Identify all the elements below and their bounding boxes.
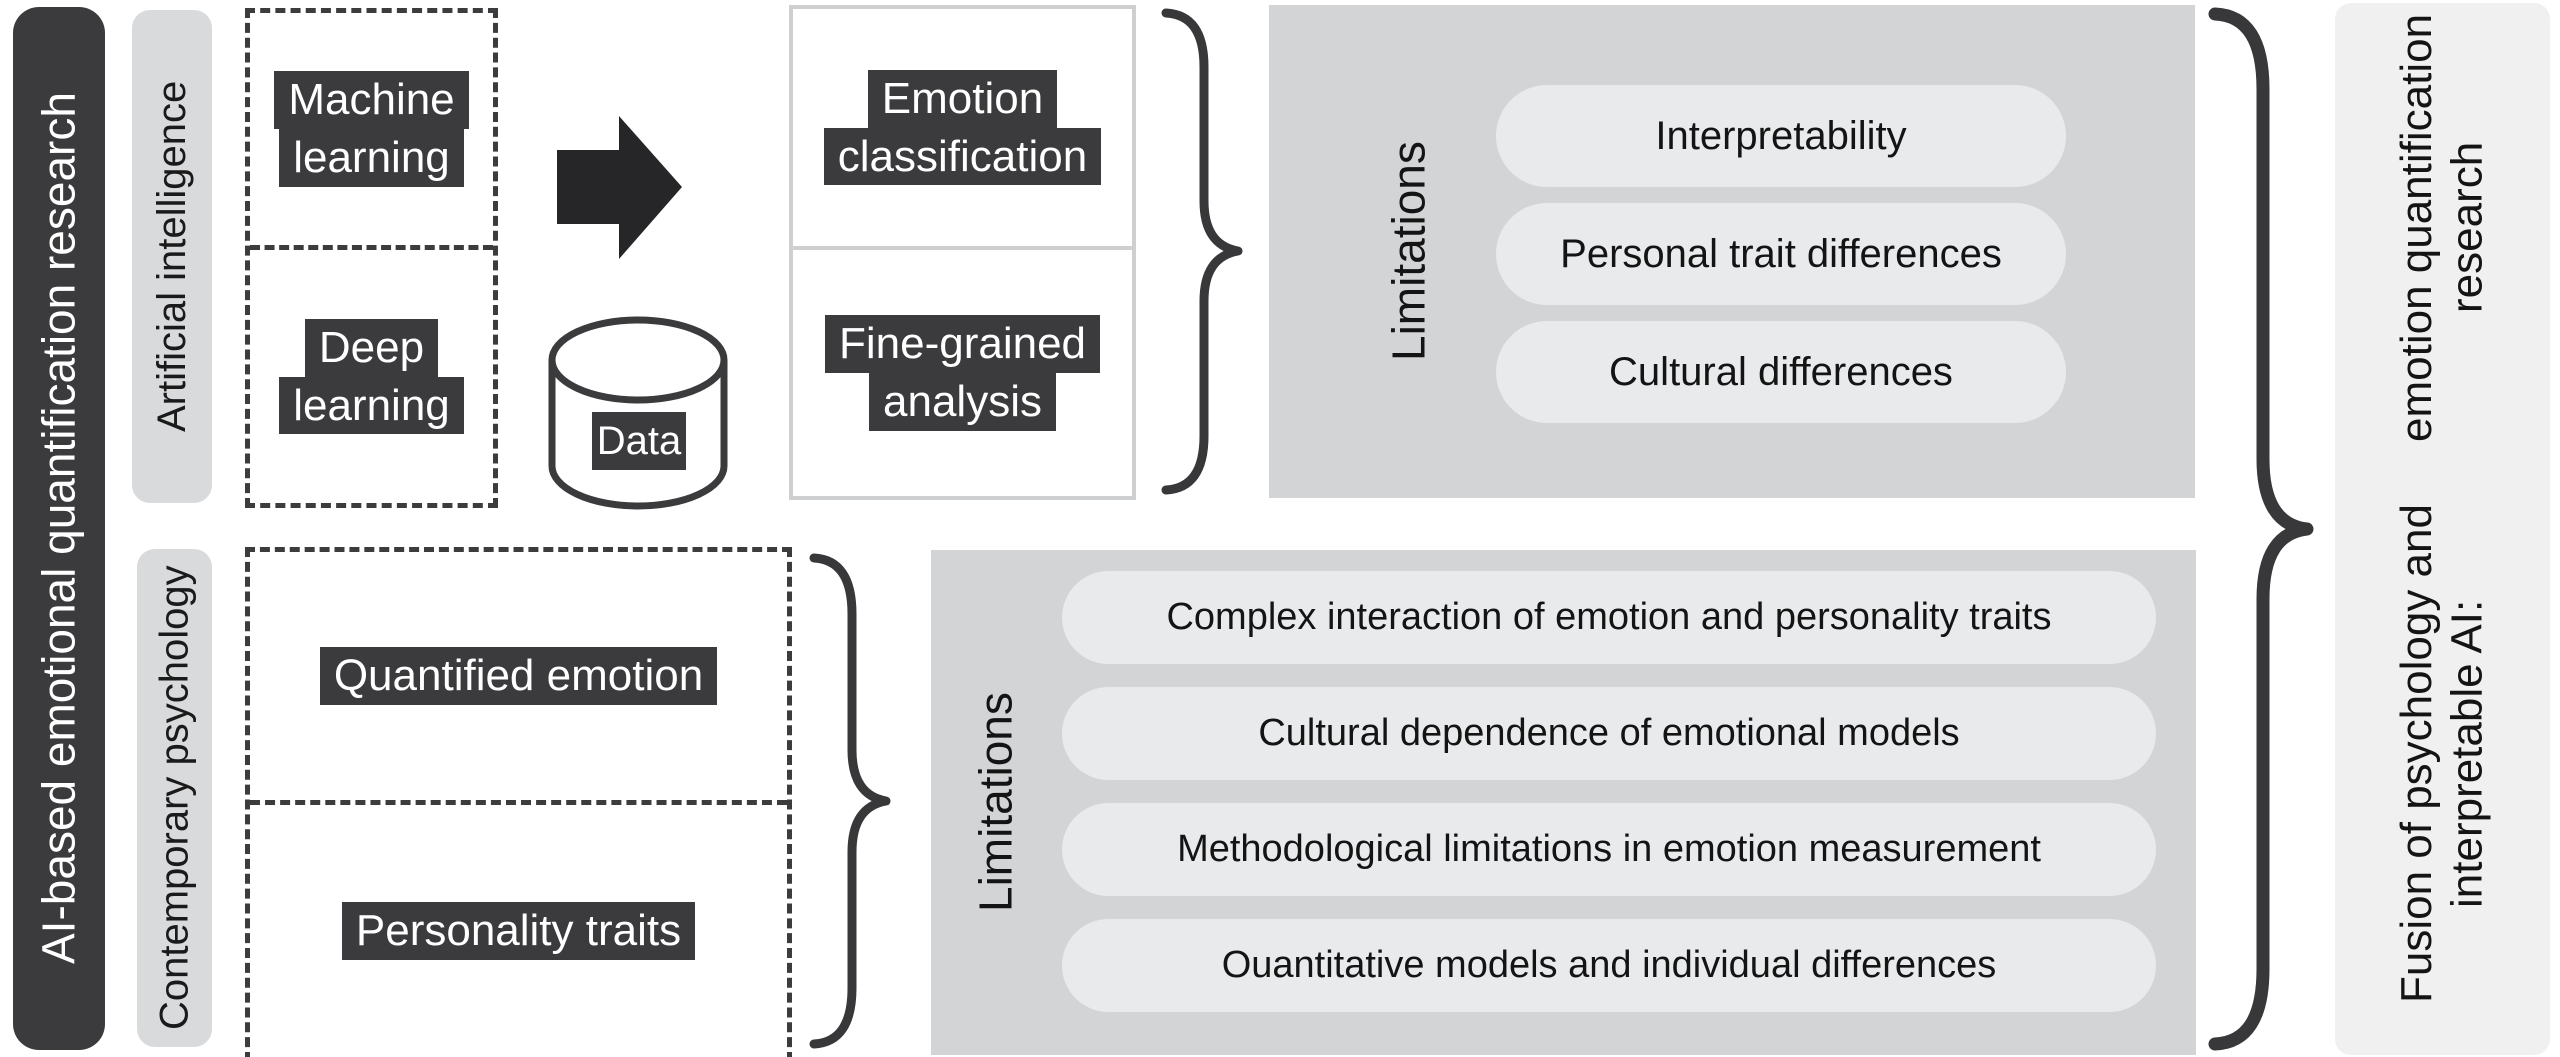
personality-traits-label: Personality traits xyxy=(341,902,696,960)
limitation-pill: Personal trait differences xyxy=(1496,203,2066,305)
ai-outputs-box: Emotion classification Fine-grained anal… xyxy=(789,5,1136,500)
psychology-limitations-pills: Complex interaction of emotion and perso… xyxy=(1062,571,2156,1012)
database-icon: Data xyxy=(545,316,731,512)
ai-limitations-panel: Limitations Interpretability Personal tr… xyxy=(1269,5,2195,498)
emotion-classification-cell: Emotion classification xyxy=(793,9,1132,250)
machine-learning-label: Machine learning xyxy=(274,71,469,187)
artificial-intelligence-label: Artificial intelligence xyxy=(132,10,212,503)
deep-learning-label: Deep learning xyxy=(279,318,464,435)
fine-grained-analysis-cell: Fine-grained analysis xyxy=(793,250,1132,496)
limitation-pill: Cultural differences xyxy=(1496,321,2066,423)
data-label: Data xyxy=(592,412,686,470)
fusion-panel: Fusion of psychology and interpretable A… xyxy=(2335,3,2550,1055)
ai-limitations-label: Limitations xyxy=(1382,141,1435,362)
ai-brace-icon xyxy=(1158,5,1244,498)
limitation-pill: Complex interaction of emotion and perso… xyxy=(1062,571,2156,664)
quantified-emotion-label: Quantified emotion xyxy=(319,647,718,705)
deep-learning-cell: Deep learning xyxy=(250,250,493,503)
fusion-brace-icon xyxy=(2205,4,2317,1054)
ai-methods-box: Machine learning Deep learning xyxy=(245,8,498,508)
quantified-emotion-cell: Quantified emotion xyxy=(250,552,787,805)
psychology-limitations-label: Limitations xyxy=(969,692,1022,913)
contemporary-psychology-label: Contemporary psychology xyxy=(137,549,212,1047)
limitation-pill: Methodological limitations in emotion me… xyxy=(1062,803,2156,896)
personality-traits-cell: Personality traits xyxy=(250,805,787,1057)
psychology-concepts-box: Quantified emotion Personality traits xyxy=(245,547,792,1057)
limitation-pill: Interpretability xyxy=(1496,85,2066,187)
fine-grained-analysis-label: Fine-grained analysis xyxy=(824,315,1101,431)
limitation-pill: Cultural dependence of emotional models xyxy=(1062,687,2156,780)
limitation-pill: Ouantitative models and individual diffe… xyxy=(1062,919,2156,1012)
emotion-classification-label: Emotion classification xyxy=(823,69,1102,186)
machine-learning-cell: Machine learning xyxy=(250,13,493,250)
psychology-limitations-panel: Limitations Complex interaction of emoti… xyxy=(931,550,2196,1055)
right-arrow-icon xyxy=(557,114,684,261)
ai-research-sidebar-label: AI-based emotional quantification resear… xyxy=(13,7,105,1050)
ai-limitations-pills: Interpretability Personal trait differen… xyxy=(1496,85,2066,423)
psychology-brace-icon xyxy=(806,550,892,1052)
fusion-label-line1: Fusion of psychology and interpretable A… xyxy=(2391,504,2492,1004)
fusion-label-line2: emotion quantification research xyxy=(2391,13,2492,442)
